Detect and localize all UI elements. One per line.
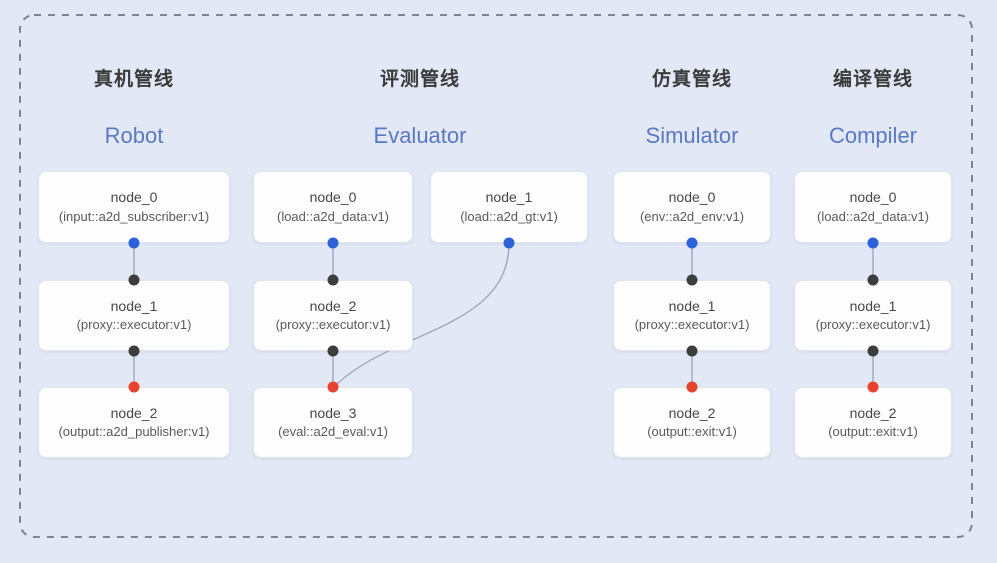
dashed-container-border — [19, 14, 973, 538]
node-name: node_2 — [110, 404, 158, 421]
node-type: (load::a2d_data:v1) — [816, 208, 930, 224]
node-name: node_1 — [485, 189, 533, 206]
node-type: (output::exit:v1) — [647, 424, 737, 440]
pipeline-title-zh-simulator: 仿真管线 — [651, 69, 732, 90]
node-name: node_0 — [668, 189, 716, 206]
node-type: (env::a2d_env:v1) — [639, 208, 745, 224]
pipeline-title-en-robot: Robot — [104, 123, 164, 148]
evaluator-node-0: node_0 (load::a2d_data:v1) — [253, 171, 413, 243]
node-name: node_2 — [668, 404, 716, 421]
robot-node-2: node_2 (output::a2d_publisher:v1) — [38, 387, 230, 458]
simulator-node-2: node_2 (output::exit:v1) — [613, 387, 771, 458]
compiler-node-2: node_2 (output::exit:v1) — [794, 387, 952, 458]
node-name: node_3 — [309, 404, 357, 421]
node-type: (output::exit:v1) — [828, 424, 918, 440]
compiler-node-0: node_0 (load::a2d_data:v1) — [794, 171, 952, 243]
node-type: (proxy::executor:v1) — [76, 317, 192, 333]
evaluator-node-1: node_1 (load::a2d_gt:v1) — [430, 171, 588, 243]
node-name: node_1 — [110, 297, 158, 314]
node-type: (eval::a2d_eval:v1) — [278, 424, 388, 440]
node-name: node_1 — [668, 297, 716, 314]
node-name: node_0 — [849, 189, 897, 206]
node-type: (load::a2d_gt:v1) — [460, 208, 558, 224]
simulator-node-0: node_0 (env::a2d_env:v1) — [613, 171, 771, 243]
node-name: node_0 — [110, 189, 158, 206]
pipeline-title-en-simulator: Simulator — [645, 123, 739, 148]
node-type: (input::a2d_subscriber:v1) — [58, 208, 210, 224]
pipeline-title-zh-compiler: 编译管线 — [832, 69, 913, 90]
evaluator-node-2: node_2 (proxy::executor:v1) — [253, 280, 413, 351]
node-name: node_0 — [309, 189, 357, 206]
pipeline-title-en-evaluator: Evaluator — [373, 123, 467, 148]
pipeline-title-en-compiler: Compiler — [828, 123, 918, 148]
evaluator-node-3: node_3 (eval::a2d_eval:v1) — [253, 387, 413, 458]
pipeline-title-zh-robot: 真机管线 — [93, 69, 174, 90]
compiler-node-1: node_1 (proxy::executor:v1) — [794, 280, 952, 351]
node-type: (proxy::executor:v1) — [815, 317, 931, 333]
simulator-node-1: node_1 (proxy::executor:v1) — [613, 280, 771, 351]
pipeline-title-zh-evaluator: 评测管线 — [379, 69, 460, 90]
node-name: node_1 — [849, 297, 897, 314]
node-type: (load::a2d_data:v1) — [276, 208, 390, 224]
node-name: node_2 — [849, 404, 897, 421]
robot-node-0: node_0 (input::a2d_subscriber:v1) — [38, 171, 230, 243]
node-type: (proxy::executor:v1) — [634, 317, 750, 333]
edge-evaluator-node1-node3-curve — [333, 242, 510, 388]
node-type: (output::a2d_publisher:v1) — [58, 424, 210, 440]
node-name: node_2 — [309, 297, 357, 314]
node-type: (proxy::executor:v1) — [275, 317, 391, 333]
robot-node-1: node_1 (proxy::executor:v1) — [38, 280, 230, 351]
